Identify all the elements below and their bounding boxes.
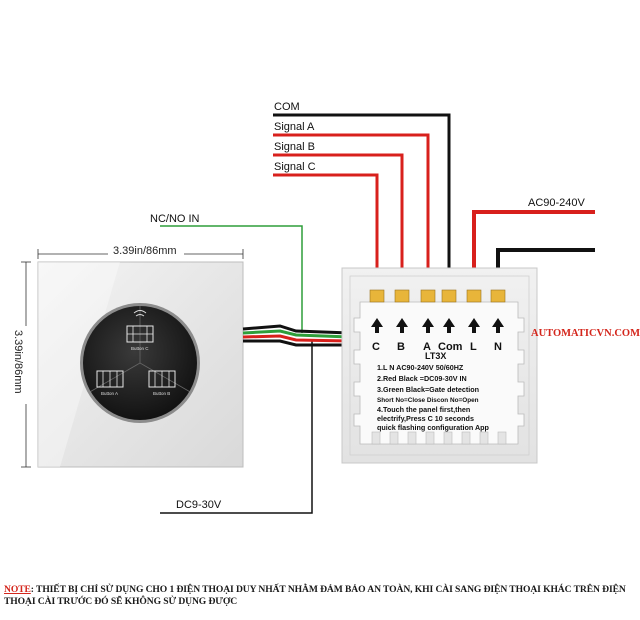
nc-no-wire: NC/NO IN bbox=[150, 213, 303, 333]
dc-power-label: DC9-30V bbox=[176, 499, 222, 511]
arrow-up-icon bbox=[396, 318, 408, 333]
button-b[interactable]: Button B bbox=[148, 370, 176, 396]
signal-b-wire: Signal B bbox=[273, 141, 404, 292]
panel-cable bbox=[242, 324, 351, 347]
terminal-com-label: Com bbox=[438, 341, 463, 353]
button-c-label: Button C bbox=[131, 346, 149, 351]
button-a[interactable]: Button A bbox=[96, 370, 124, 396]
terminal-block: C B A Com L bbox=[369, 289, 506, 353]
terminal-com: Com bbox=[438, 289, 463, 353]
arrow-up-icon bbox=[443, 318, 455, 333]
terminal-a: A bbox=[420, 289, 436, 353]
control-module: C B A Com L bbox=[341, 267, 538, 464]
watermark: AUTOMATICVN.COM bbox=[531, 328, 640, 339]
terminal-n: N bbox=[490, 289, 506, 353]
height-dimension: 3.39in/86mm bbox=[12, 261, 31, 468]
dc-wire: DC9-30V bbox=[160, 340, 313, 514]
com-wire-label: COM bbox=[274, 101, 300, 113]
height-dimension-label: 3.39in/86mm bbox=[12, 330, 24, 394]
module-line-1: 1.L N AC90-240V 50/60HZ bbox=[377, 363, 464, 372]
nc-no-label: NC/NO IN bbox=[150, 213, 200, 225]
touch-panel: 3.39in/86mm 3.39in/86mm Button C bbox=[12, 244, 244, 468]
terminal-c-label: C bbox=[372, 341, 380, 353]
arrow-up-icon bbox=[492, 318, 504, 333]
arrow-up-icon bbox=[371, 318, 383, 333]
arrow-up-icon bbox=[422, 318, 434, 333]
note-text: : THIẾT BỊ CHỈ SỬ DỤNG CHO 1 ĐIỆN THOẠI … bbox=[4, 584, 626, 607]
ac-power-label: AC90-240V bbox=[528, 197, 586, 209]
wifi-icon bbox=[133, 310, 147, 317]
module-model: LT3X bbox=[425, 351, 446, 361]
module-line-5: 4.Touch the panel first,then bbox=[377, 405, 470, 414]
terminal-b: B bbox=[394, 289, 410, 353]
module-instructions: LT3X 1.L N AC90-240V 50/60HZ 2.Red Black… bbox=[377, 351, 490, 432]
button-c[interactable]: Button C bbox=[126, 325, 154, 351]
com-wire: COM bbox=[273, 101, 451, 292]
arrow-up-icon bbox=[468, 318, 480, 333]
module-line-7: quick flashing configuration App bbox=[377, 423, 490, 432]
safety-note: NOTE: THIẾT BỊ CHỈ SỬ DỤNG CHO 1 ĐIỆN TH… bbox=[4, 584, 636, 607]
module-line-4: Short No=Close Discon No=Open bbox=[377, 397, 479, 404]
module-line-3: 3.Green Black=Gate detection bbox=[377, 385, 479, 394]
width-dimension: 3.39in/86mm bbox=[37, 244, 244, 259]
terminal-a-label: A bbox=[423, 341, 431, 353]
signal-a-wire: Signal A bbox=[273, 121, 430, 292]
terminal-b-label: B bbox=[397, 341, 405, 353]
touch-buttons: Button C Button A Button B bbox=[80, 303, 200, 423]
button-b-label: Button B bbox=[153, 391, 170, 396]
terminal-n-label: N bbox=[494, 341, 502, 353]
module-line-2: 2.Red Black =DC09-30V IN bbox=[377, 374, 467, 383]
signal-a-label: Signal A bbox=[274, 121, 315, 133]
terminal-l: L bbox=[466, 289, 482, 353]
width-dimension-label: 3.39in/86mm bbox=[113, 245, 177, 257]
signal-b-label: Signal B bbox=[274, 141, 315, 153]
signal-c-label: Signal C bbox=[274, 161, 316, 173]
terminal-l-label: L bbox=[470, 341, 477, 353]
module-line-6: electrify,Press C 10 seconds bbox=[377, 414, 474, 423]
signal-c-wire: Signal C bbox=[273, 161, 379, 292]
note-key: NOTE bbox=[4, 584, 31, 595]
terminal-c: C bbox=[369, 289, 385, 353]
button-a-label: Button A bbox=[101, 391, 118, 396]
